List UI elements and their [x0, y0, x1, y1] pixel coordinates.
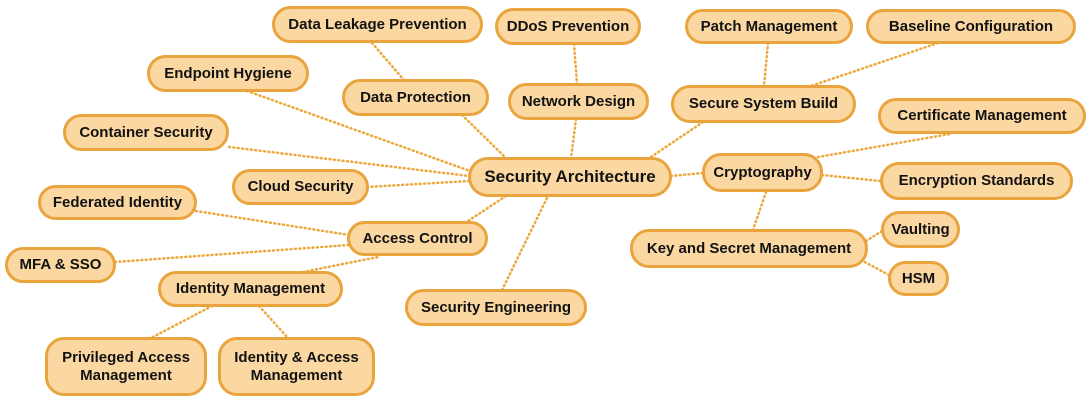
node-federated-identity: Federated Identity — [38, 185, 197, 220]
edge-security-architecture-endpoint-hygiene — [245, 89, 472, 173]
node-certificate-management: Certificate Management — [878, 98, 1086, 134]
edge-security-architecture-secure-system-build — [646, 120, 705, 161]
edge-secure-system-build-patch-management — [762, 41, 770, 88]
node-network-design: Network Design — [508, 83, 649, 120]
edge-access-control-federated-identity — [194, 209, 351, 237]
node-privileged-access-management: Privileged Access Management — [45, 337, 207, 396]
node-access-control: Access Control — [347, 221, 488, 256]
node-endpoint-hygiene: Endpoint Hygiene — [147, 55, 309, 92]
edge-access-control-identity-management — [301, 255, 380, 274]
edge-security-architecture-access-control — [463, 194, 508, 225]
node-patch-management: Patch Management — [685, 9, 853, 44]
node-key-and-secret-management: Key and Secret Management — [630, 229, 868, 268]
node-secure-system-build: Secure System Build — [671, 85, 856, 123]
node-data-leakage-prevention: Data Leakage Prevention — [272, 6, 483, 43]
node-security-engineering: Security Engineering — [405, 289, 587, 326]
edge-security-architecture-security-engineering — [500, 194, 550, 292]
node-identity-access-management: Identity & Access Management — [218, 337, 375, 396]
node-baseline-configuration: Baseline Configuration — [866, 9, 1076, 44]
edge-security-architecture-cloud-security — [365, 179, 471, 189]
edge-access-control-mfa-sso — [113, 243, 351, 264]
edge-security-architecture-data-protection — [460, 113, 508, 160]
node-security-architecture: Security Architecture — [468, 157, 672, 197]
edge-secure-system-build-baseline-configuration — [800, 41, 940, 91]
node-vaulting: Vaulting — [881, 211, 960, 248]
node-identity-management: Identity Management — [158, 271, 343, 307]
edge-cryptography-certificate-management — [816, 132, 952, 159]
edge-cryptography-key-and-secret-management — [751, 190, 768, 232]
edge-security-architecture-container-security — [227, 145, 471, 178]
edge-key-and-secret-management-vaulting — [864, 229, 884, 243]
node-container-security: Container Security — [63, 114, 229, 151]
node-mfa-sso: MFA & SSO — [5, 247, 116, 283]
node-encryption-standards: Encryption Standards — [880, 162, 1073, 200]
edge-cryptography-encryption-standards — [820, 173, 882, 183]
edge-security-architecture-cryptography — [669, 171, 705, 178]
edge-data-protection-data-leakage-prevention — [370, 41, 406, 82]
edge-identity-management-privileged-access-management — [149, 304, 214, 340]
edge-network-design-ddos-prevention — [572, 42, 579, 86]
node-cryptography: Cryptography — [702, 153, 823, 192]
edge-identity-management-identity-access-management — [257, 304, 290, 340]
node-data-protection: Data Protection — [342, 79, 489, 116]
edge-key-and-secret-management-hsm — [859, 258, 891, 277]
edge-security-architecture-network-design — [569, 117, 578, 160]
node-ddos-prevention: DDoS Prevention — [495, 8, 641, 45]
node-hsm: HSM — [888, 261, 949, 296]
node-cloud-security: Cloud Security — [232, 169, 369, 205]
